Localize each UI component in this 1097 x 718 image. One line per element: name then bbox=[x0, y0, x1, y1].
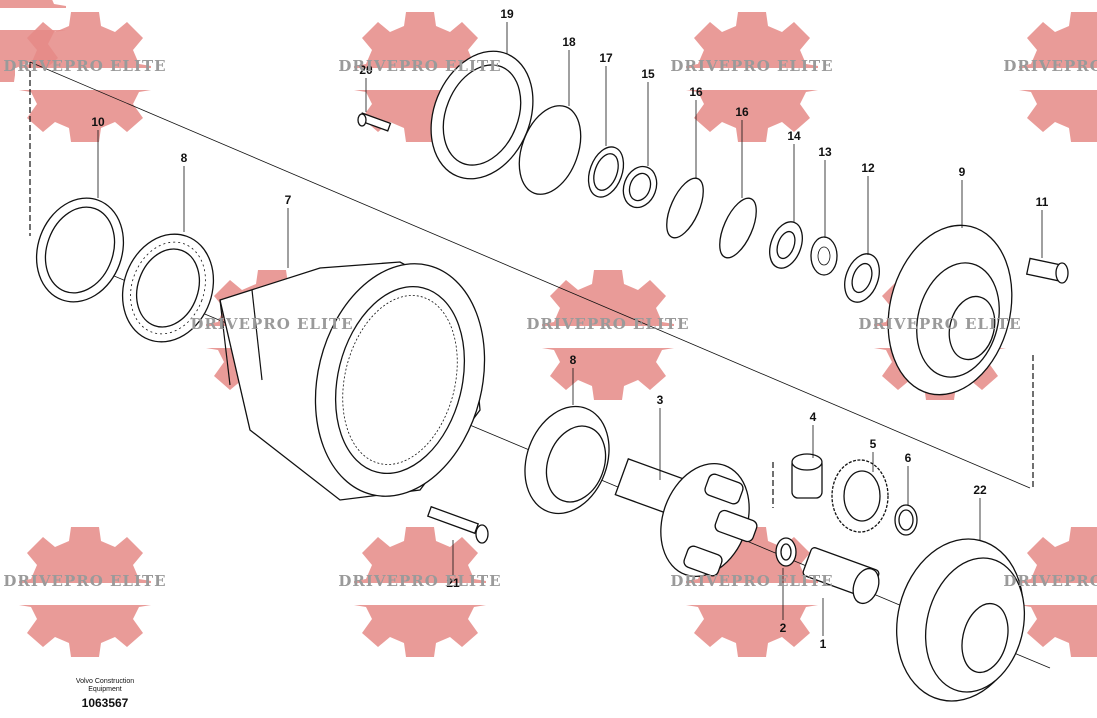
watermark-gear-1 bbox=[15, 12, 155, 142]
watermark-text: DRIVEPRO ELITE bbox=[1003, 572, 1097, 590]
part-12-washer bbox=[844, 253, 880, 303]
watermark-gear-3 bbox=[682, 12, 822, 142]
part-18-o-ring bbox=[518, 105, 582, 195]
part-13-key bbox=[810, 236, 838, 276]
part-1-sun-shaft bbox=[802, 547, 880, 605]
watermark-gear-11 bbox=[1015, 527, 1097, 657]
part-20-bolt bbox=[357, 112, 392, 132]
callout-label-2: 2 bbox=[780, 621, 787, 635]
part-19-cover-plate bbox=[430, 50, 534, 180]
part-4-bushing bbox=[791, 453, 823, 499]
part-9-seal bbox=[35, 197, 125, 303]
callout-label-10: 9 bbox=[959, 165, 966, 179]
callout-label-19: 19 bbox=[500, 7, 514, 21]
callout-label-8a: 8 bbox=[181, 151, 188, 165]
callout-label-13: 13 bbox=[818, 145, 832, 159]
watermark-text: DRIVEPRO ELITE bbox=[670, 57, 833, 75]
watermark-gear-8 bbox=[15, 527, 155, 657]
callout-label-7: 7 bbox=[285, 193, 292, 207]
part-3-planet-carrier bbox=[614, 458, 758, 578]
watermark-gear-4 bbox=[1015, 12, 1097, 142]
watermark-text: DRIVEPRO ELITE bbox=[3, 572, 166, 590]
watermark-text: DRIVEPRO ELITE bbox=[338, 57, 501, 75]
callout-label-5: 5 bbox=[870, 437, 877, 451]
callout-label-4: 4 bbox=[810, 410, 817, 424]
part-15-nut bbox=[622, 165, 658, 209]
part-10-wheel-hub bbox=[887, 224, 1013, 396]
watermark-text: DRIVEPRO ELITE bbox=[338, 572, 501, 590]
part-21-bolt bbox=[426, 505, 489, 544]
callout-label-9: 10 bbox=[91, 115, 105, 129]
callout-label-16b: 16 bbox=[735, 105, 749, 119]
part-17-snap-ring bbox=[587, 146, 625, 198]
diagram-number: 1063567 bbox=[81, 696, 129, 710]
callout-label-15: 15 bbox=[641, 67, 655, 81]
watermark-text: DRIVEPRO ELITE bbox=[3, 57, 166, 75]
watermark-texts: DRIVEPRO ELITE DRIVEPRO ELITE DRIVEPRO E… bbox=[3, 57, 1097, 590]
callout-label-22: 22 bbox=[973, 483, 987, 497]
callout-label-1: 1 bbox=[820, 637, 827, 651]
callout-labels: 10 8 7 8 3 4 5 6 22 2 1 19 20 18 17 15 1… bbox=[91, 7, 1048, 651]
watermark-gear-6 bbox=[538, 270, 678, 400]
part-8-bearing-upper bbox=[121, 233, 215, 343]
part-16-lock-ring-2 bbox=[719, 197, 757, 259]
callout-label-12: 12 bbox=[861, 161, 875, 175]
callout-label-11: 11 bbox=[1036, 195, 1049, 209]
callout-label-18: 18 bbox=[562, 35, 576, 49]
callout-label-21: 21 bbox=[446, 576, 460, 590]
brand-line-2: Equipment bbox=[88, 686, 122, 693]
callout-label-8b: 8 bbox=[570, 353, 577, 367]
callout-label-17: 17 bbox=[599, 51, 613, 65]
watermark-text: DRIVEPRO ELITE bbox=[526, 315, 689, 333]
watermark-text: DRIVEPRO ELITE bbox=[190, 315, 353, 333]
part-5-planet-gear bbox=[831, 459, 889, 533]
part-22-ring-gear bbox=[896, 538, 1026, 702]
watermark-gear-9 bbox=[350, 527, 490, 657]
callout-label-16a: 16 bbox=[689, 85, 703, 99]
part-8-bearing-lower bbox=[524, 405, 610, 515]
callout-label-14: 14 bbox=[787, 129, 801, 143]
part-6-circlip bbox=[894, 504, 918, 536]
brand-line-1: Volvo Construction bbox=[75, 678, 135, 685]
callout-label-6: 6 bbox=[905, 451, 912, 465]
part-2-washer bbox=[775, 537, 797, 567]
watermark-text: DRIVEPRO ELITE bbox=[858, 315, 1021, 333]
callout-label-3: 3 bbox=[657, 393, 664, 407]
part-14-washer bbox=[769, 221, 803, 269]
callout-label-20: 20 bbox=[359, 63, 373, 77]
watermark-text: DRIVEPRO ELITE bbox=[1003, 57, 1097, 75]
part-7-housing bbox=[219, 261, 486, 501]
diagram-footer: Volvo Construction Equipment 1063567 bbox=[55, 678, 155, 710]
part-16-lock-ring-1 bbox=[666, 177, 704, 239]
callout-leaders bbox=[97, 22, 1043, 636]
part-11-wheel-stud bbox=[1025, 257, 1069, 284]
watermark-text: DRIVEPRO ELITE bbox=[670, 572, 833, 590]
